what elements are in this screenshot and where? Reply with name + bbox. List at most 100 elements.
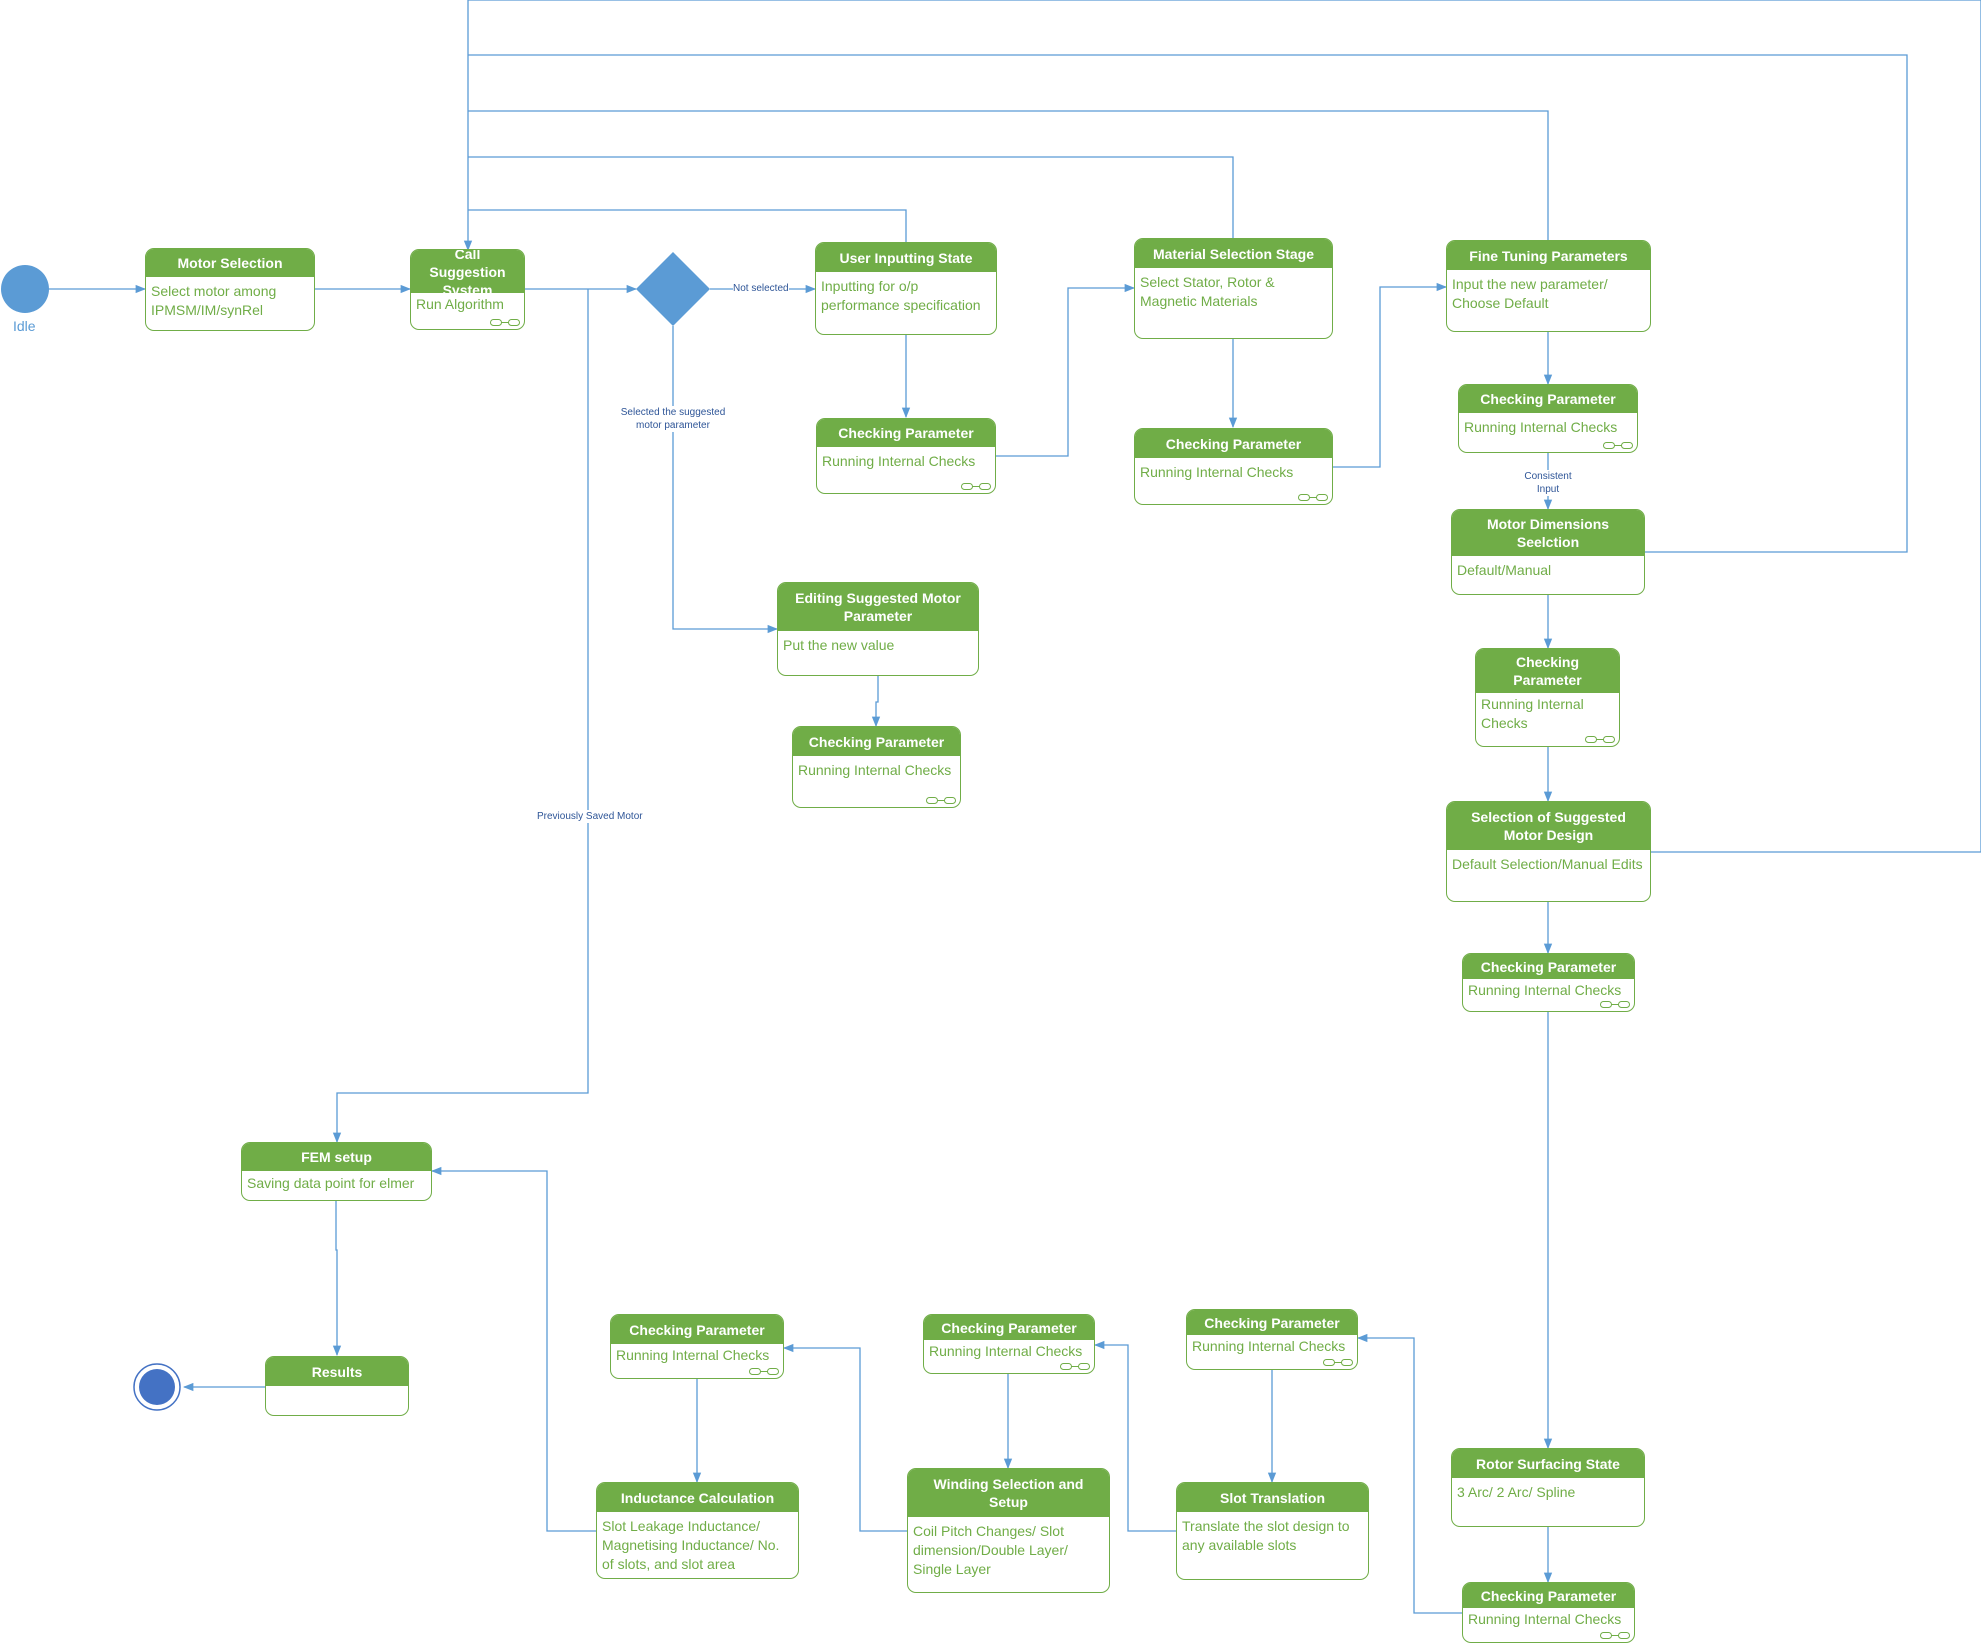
state-title: Material Selection Stage bbox=[1135, 239, 1332, 268]
state-selection-suggested: Selection of Suggested Motor Design Defa… bbox=[1446, 801, 1651, 902]
state-check-material: Checking Parameter Running Internal Chec… bbox=[1134, 428, 1333, 505]
edge-inductance-to-fem bbox=[430, 1166, 596, 1532]
state-title: User Inputting State bbox=[816, 243, 996, 272]
state-title: Editing Suggested Motor Parameter bbox=[778, 583, 978, 631]
edge-check-rotor-to-check-slot bbox=[1356, 1333, 1462, 1614]
state-body: Translate the slot design to any availab… bbox=[1182, 1518, 1350, 1553]
state-body: Coil Pitch Changes/ Slot dimension/Doubl… bbox=[913, 1523, 1068, 1577]
state-body: Run Algorithm bbox=[416, 296, 504, 312]
state-motor-dimensions: Motor Dimensions Seelction Default/Manua… bbox=[1451, 509, 1645, 595]
loop-from-dimensions bbox=[468, 54, 1908, 553]
edge-previously-saved bbox=[332, 289, 589, 1144]
state-check-rotor: Checking Parameter Running Internal Chec… bbox=[1462, 1582, 1635, 1643]
loop-from-fine bbox=[468, 110, 1549, 240]
state-fine-tuning: Fine Tuning Parameters Input the new par… bbox=[1446, 240, 1651, 332]
label-consistent-input: Consistent Input bbox=[1518, 470, 1578, 496]
composite-state-icon bbox=[926, 797, 956, 804]
state-title: Inductance Calculation bbox=[597, 1483, 798, 1512]
state-body: Running Internal Checks bbox=[1464, 419, 1618, 435]
edge-editing-to-check bbox=[871, 676, 881, 728]
state-check-winding: Checking Parameter Running Internal Chec… bbox=[923, 1314, 1095, 1374]
state-title: Winding Selection and Setup bbox=[908, 1469, 1109, 1517]
state-body: 3 Arc/ 2 Arc/ Spline bbox=[1457, 1484, 1576, 1500]
state-title: Motor Selection bbox=[146, 249, 314, 277]
state-body: Running Internal Checks bbox=[929, 1343, 1083, 1359]
state-check-inductance: Checking Parameter Running Internal Chec… bbox=[610, 1314, 784, 1379]
state-fem-setup: FEM setup Saving data point for elmer bbox=[241, 1142, 432, 1201]
state-user-inputting: User Inputting State Inputting for o/p p… bbox=[815, 242, 997, 335]
state-check-user: Checking Parameter Running Internal Chec… bbox=[816, 418, 996, 494]
state-title: Slot Translation bbox=[1177, 1483, 1368, 1512]
state-body: Default Selection/Manual Edits bbox=[1452, 856, 1643, 872]
state-rotor-surfacing: Rotor Surfacing State 3 Arc/ 2 Arc/ Spli… bbox=[1451, 1448, 1645, 1527]
state-check-fine: Checking Parameter Running Internal Chec… bbox=[1458, 384, 1638, 453]
state-body bbox=[266, 1386, 408, 1396]
state-body: Select motor among IPMSM/IM/synRel bbox=[151, 283, 277, 318]
state-body: Put the new value bbox=[783, 637, 895, 653]
state-check-slot: Checking Parameter Running Internal Chec… bbox=[1186, 1309, 1358, 1370]
state-body: Running Internal Checks bbox=[1481, 696, 1584, 731]
state-body: Default/Manual bbox=[1457, 562, 1552, 578]
state-check-editing: Checking Parameter Running Internal Chec… bbox=[792, 726, 961, 808]
composite-state-icon bbox=[1585, 736, 1615, 743]
state-title: Results bbox=[266, 1357, 408, 1386]
state-body: Input the new parameter/ Choose Default bbox=[1452, 276, 1608, 311]
edge-decision-selected bbox=[672, 326, 779, 634]
composite-state-icon bbox=[490, 319, 520, 326]
state-call-suggestion: Call Suggestion System Run Algorithm bbox=[410, 249, 525, 330]
label-not-selected: Not selected bbox=[733, 282, 789, 295]
state-results: Results bbox=[265, 1356, 409, 1416]
state-title: Selection of Suggested Motor Design bbox=[1447, 802, 1650, 850]
composite-state-icon bbox=[1600, 1001, 1630, 1008]
composite-state-icon bbox=[961, 483, 991, 490]
state-material-selection: Material Selection Stage Select Stator, … bbox=[1134, 238, 1333, 339]
state-title: Checking Parameter bbox=[1463, 1583, 1634, 1608]
edge-fem-to-results bbox=[332, 1201, 342, 1357]
state-title: Fine Tuning Parameters bbox=[1447, 241, 1650, 270]
edge-check-material-to-fine bbox=[1332, 282, 1448, 468]
state-body: Select Stator, Rotor & Magnetic Material… bbox=[1140, 274, 1275, 309]
label-previously-saved: Previously Saved Motor bbox=[537, 810, 643, 823]
state-title: Motor Dimensions Seelction bbox=[1452, 510, 1644, 556]
state-check-dimensions: Checking Parameter Running Internal Chec… bbox=[1475, 648, 1620, 747]
state-check-selection: Checking Parameter Running Internal Chec… bbox=[1462, 953, 1635, 1012]
label-selected-suggested: Selected the suggested motor parameter bbox=[618, 406, 728, 432]
composite-state-icon bbox=[1323, 1359, 1353, 1366]
loop-from-material bbox=[468, 156, 1234, 238]
decision-diamond bbox=[636, 252, 710, 326]
state-body: Running Internal Checks bbox=[1140, 464, 1294, 480]
state-inductance-calc: Inductance Calculation Slot Leakage Indu… bbox=[596, 1482, 799, 1579]
state-title: Checking Parameter bbox=[924, 1315, 1094, 1340]
edge-slot-translation-to-check-winding bbox=[1093, 1340, 1176, 1532]
state-body: Running Internal Checks bbox=[1192, 1338, 1346, 1354]
state-title: Checking Parameter bbox=[817, 419, 995, 447]
state-body: Running Internal Checks bbox=[1468, 982, 1622, 998]
state-title: Checking Parameter bbox=[793, 727, 960, 756]
state-title: Call Suggestion System bbox=[411, 250, 524, 298]
state-body: Running Internal Checks bbox=[798, 762, 952, 778]
state-title: Checking Parameter bbox=[1459, 385, 1637, 413]
state-body: Saving data point for elmer bbox=[247, 1175, 415, 1191]
state-body: Inputting for o/p performance specificat… bbox=[821, 278, 981, 313]
edge-winding-to-check-inductance bbox=[782, 1343, 907, 1532]
state-title: Checking Parameter bbox=[611, 1315, 783, 1344]
state-title: Checking Parameter bbox=[1463, 954, 1634, 979]
state-title: Checking Parameter bbox=[1476, 649, 1619, 693]
state-body: Slot Leakage Inductance/ Magnetising Ind… bbox=[602, 1518, 780, 1572]
state-slot-translation: Slot Translation Translate the slot desi… bbox=[1176, 1482, 1369, 1580]
state-body: Running Internal Checks bbox=[616, 1347, 770, 1363]
composite-state-icon bbox=[749, 1368, 779, 1375]
composite-state-icon bbox=[1603, 442, 1633, 449]
composite-state-icon bbox=[1060, 1363, 1090, 1370]
state-body: Running Internal Checks bbox=[1468, 1611, 1622, 1627]
final-node-core bbox=[139, 1369, 175, 1405]
state-title: Checking Parameter bbox=[1135, 429, 1332, 458]
state-title: Rotor Surfacing State bbox=[1452, 1449, 1644, 1478]
loop-from-selection bbox=[468, 0, 1981, 853]
initial-node bbox=[1, 265, 49, 313]
state-winding-selection: Winding Selection and Setup Coil Pitch C… bbox=[907, 1468, 1110, 1593]
composite-state-icon bbox=[1298, 494, 1328, 501]
idle-label: Idle bbox=[13, 318, 36, 334]
